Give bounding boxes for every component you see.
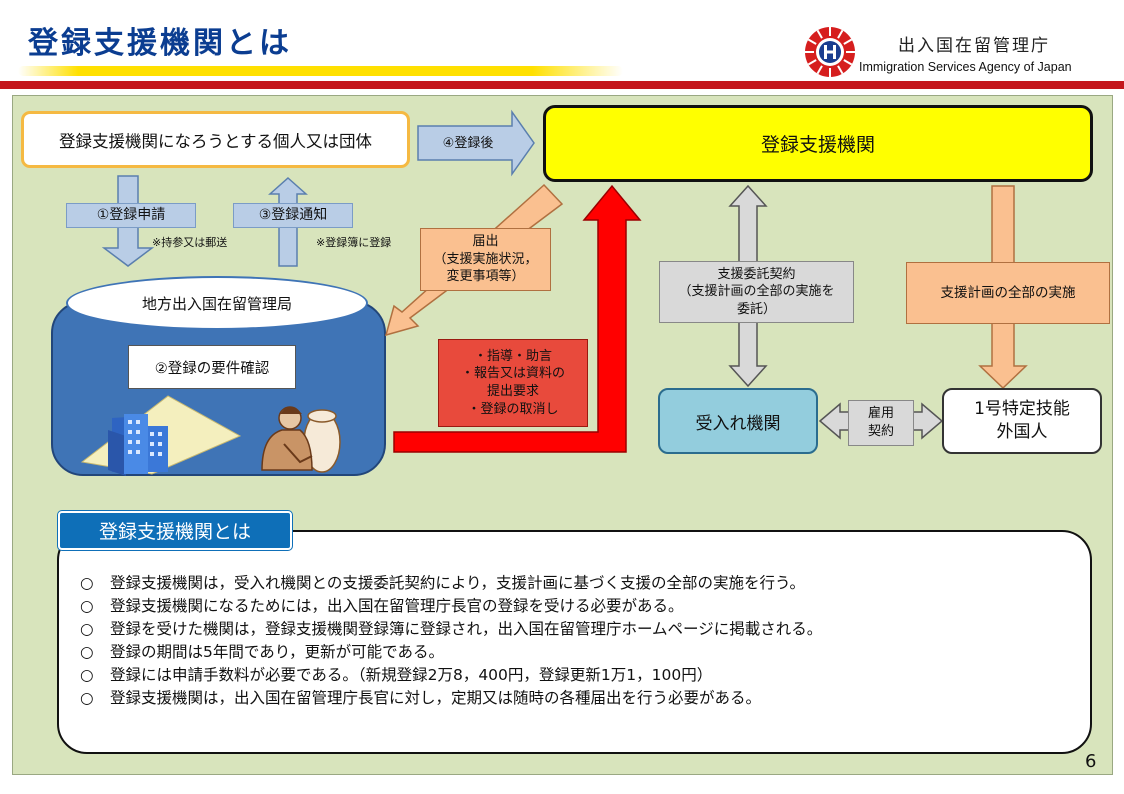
step3-note: ※登録簿に登録 — [316, 235, 392, 249]
list-item: ○ 登録支援機関になるためには，出入国在留管理庁長官の登録を受ける必要がある。 — [80, 595, 1070, 618]
applicant-box: 登録支援機関になろうとする個人又は団体 — [21, 111, 410, 168]
foreigner-line-1: 1号特定技能 — [974, 399, 1070, 420]
bullet-circle-icon: ○ — [80, 689, 94, 707]
implementation-label: 支援計画の全部の実施 — [906, 262, 1110, 324]
support-org-box: 登録支援機関 — [543, 105, 1093, 182]
guidance-line-2: ・報告又は資料の — [460, 366, 565, 382]
report-label: 届出 （支援実施状況， 変更事項等） — [420, 228, 551, 291]
report-line-2: （支援実施状況， — [433, 251, 538, 267]
list-item: ○ 登録を受けた機関は，登録支援機関登録簿に登録され，出入国在留管理庁ホームペー… — [80, 618, 1070, 641]
agency-name-ja: 出入国在留管理庁 — [898, 36, 1050, 56]
foreigner-line-2: 外国人 — [996, 422, 1048, 442]
definition-list: ○ 登録支援機関は，受入れ機関との支援委託契約により，支援計画に基づく支援の全部… — [80, 572, 1070, 710]
bullet-circle-icon: ○ — [80, 643, 94, 661]
list-item: ○ 登録支援機関は，受入れ機関との支援委託契約により，支援計画に基づく支援の全部… — [80, 572, 1070, 595]
employment-line-2: 契約 — [867, 424, 894, 439]
definition-panel — [57, 530, 1092, 754]
list-item-text: 登録支援機関は，出入国在留管理庁長官に対し，定期又は随時の各種届出を行う必要があ… — [110, 689, 762, 707]
list-item: ○ 登録には申請手数料が必要である。（新規登録2万8，400円，登録更新1万1，… — [80, 664, 1070, 687]
agency-name-en: Immigration Services Agency of Japan — [859, 60, 1072, 74]
list-item-text: 登録の期間は5年間であり，更新が可能である。 — [110, 643, 444, 661]
title-underline — [18, 66, 623, 76]
page-title: 登録支援機関とは — [28, 26, 292, 61]
contract-line-2: （支援計画の全部の実施を — [678, 284, 835, 300]
definition-tab: 登録支援機関とは — [58, 511, 292, 550]
list-item: ○ 登録の期間は5年間であり，更新が可能である。 — [80, 641, 1070, 664]
foreigner-box: 1号特定技能 外国人 — [942, 388, 1102, 454]
guidance-line-4: ・登録の取消し — [467, 401, 559, 417]
employment-label: 雇用 契約 — [848, 400, 914, 446]
bullet-circle-icon: ○ — [80, 620, 94, 638]
list-item: ○ 登録支援機関は，出入国在留管理庁長官に対し，定期又は随時の各種届出を行う必要… — [80, 687, 1070, 710]
report-line-1: 届出 — [472, 234, 499, 250]
bureau-label: 地方出入国在留管理局 — [66, 276, 368, 330]
list-item-text: 登録支援機関になるためには，出入国在留管理庁長官の登録を受ける必要がある。 — [110, 597, 684, 615]
page-number: 6 — [1085, 751, 1097, 772]
bullet-circle-icon: ○ — [80, 597, 94, 615]
guidance-label: ・指導・助言 ・報告又は資料の 提出要求 ・登録の取消し — [438, 339, 588, 427]
receiving-org-box: 受入れ機関 — [658, 388, 818, 454]
report-line-3: 変更事項等） — [446, 269, 525, 285]
step4-label: ④登録後 — [442, 136, 494, 152]
agency-emblem-icon — [805, 27, 855, 77]
list-item-text: 登録支援機関は，受入れ機関との支援委託契約により，支援計画に基づく支援の全部の実… — [110, 574, 806, 592]
step1-label: ①登録申請 — [66, 203, 196, 228]
contract-label: 支援委託契約 （支援計画の全部の実施を 委託） — [659, 261, 854, 323]
guidance-line-3: 提出要求 — [486, 384, 539, 399]
bullet-circle-icon: ○ — [80, 666, 94, 684]
list-item-text: 登録には申請手数料が必要である。（新規登録2万8，400円，登録更新1万1，10… — [110, 666, 713, 684]
header-rule — [0, 81, 1124, 89]
guidance-line-1: ・指導・助言 — [473, 348, 552, 364]
step3-label: ③登録通知 — [233, 203, 353, 228]
employment-line-1: 雇用 — [867, 406, 894, 422]
contract-line-1: 支援委託契約 — [717, 266, 796, 282]
bullet-circle-icon: ○ — [80, 574, 94, 592]
step1-note: ※持参又は郵送 — [152, 235, 228, 249]
list-item-text: 登録を受けた機関は，登録支援機関登録簿に登録され，出入国在留管理庁ホームページに… — [110, 620, 823, 638]
contract-line-3: 委託） — [736, 301, 776, 317]
requirement-check-box: ②登録の要件確認 — [128, 345, 296, 389]
